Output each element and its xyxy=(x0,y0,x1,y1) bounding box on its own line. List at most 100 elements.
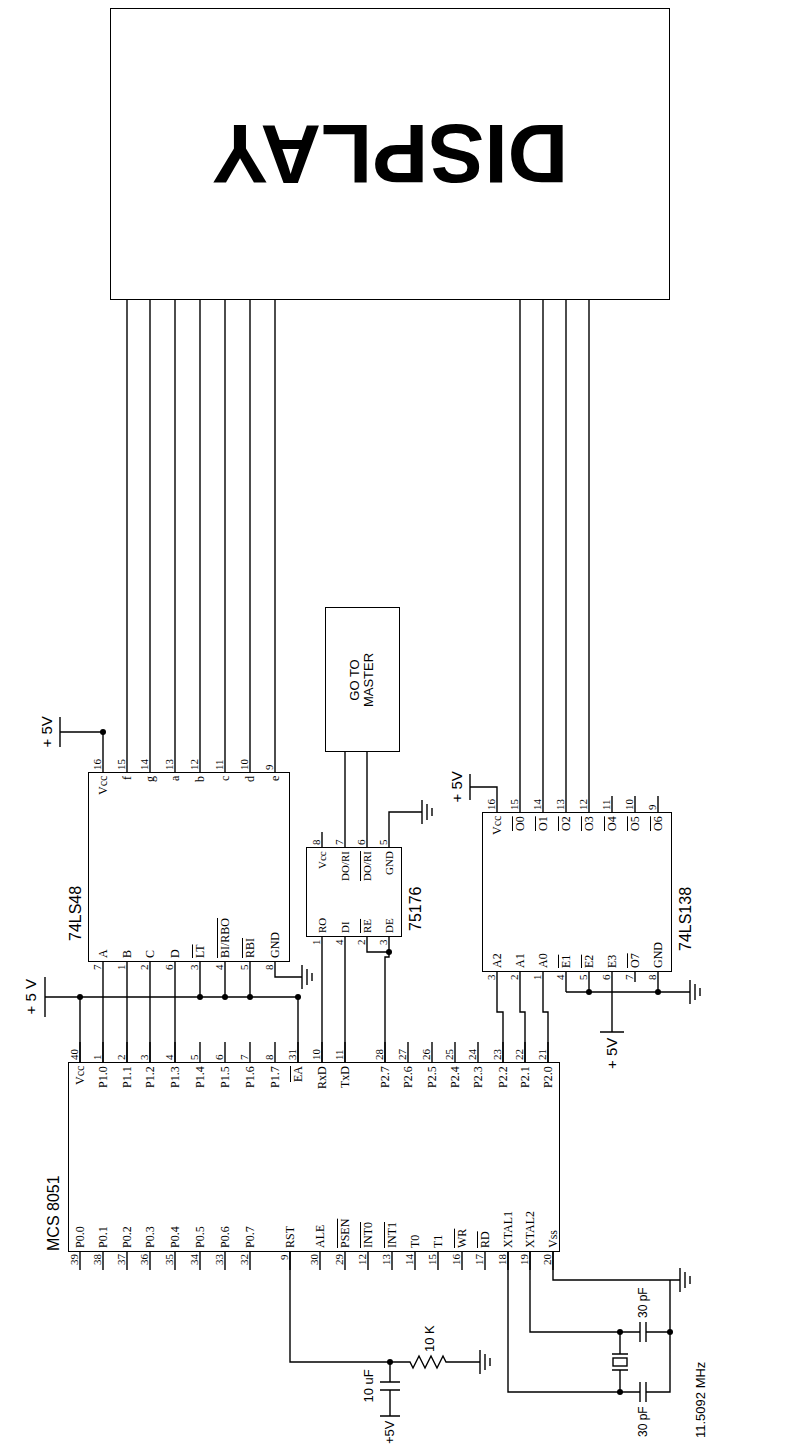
pin-name: RD xyxy=(479,1231,492,1248)
pin-name: f xyxy=(121,776,134,780)
pin-number: 14 xyxy=(138,759,150,770)
pin-number: 32 xyxy=(238,1254,250,1265)
pin-name: O4 xyxy=(606,816,619,831)
pin-number: 6 xyxy=(163,965,175,971)
signal-wire xyxy=(588,300,589,812)
pin-name: O1 xyxy=(537,816,550,831)
pin-number: 9 xyxy=(278,1255,290,1261)
chip-name: DISPLAY xyxy=(212,108,568,200)
signal-wire xyxy=(149,962,150,1062)
pin-number: 14 xyxy=(531,799,543,810)
pin-number: 1 xyxy=(115,965,127,971)
signal-wire xyxy=(519,300,520,812)
signal-wire xyxy=(385,937,389,1062)
pin-number: 4 xyxy=(213,965,225,971)
pin-name: P0.7 xyxy=(244,1226,257,1248)
junction-dot xyxy=(247,994,253,1000)
pin-name: RO xyxy=(316,918,328,933)
signal-wire xyxy=(174,300,175,772)
crystal-symbol xyxy=(613,1358,627,1366)
pin-number: 2 xyxy=(508,975,520,981)
supply-wire xyxy=(600,972,635,1032)
pin-number: 28 xyxy=(373,1049,385,1060)
pin-name: T0 xyxy=(409,1235,422,1248)
pin-name: XTAL1 xyxy=(502,1211,515,1248)
pin-name: P0.2 xyxy=(121,1226,134,1248)
pin-number: 4 xyxy=(163,1055,175,1061)
pin-name: e xyxy=(269,776,282,781)
pin-name: RxD xyxy=(316,1066,329,1089)
pin-number: 10 xyxy=(623,799,635,810)
pin-number: 16 xyxy=(450,1254,462,1265)
pin-name: E2 xyxy=(583,955,596,968)
pin-number: 7 xyxy=(623,975,635,981)
pin-number: 13 xyxy=(380,1254,392,1265)
pin-number: 6 xyxy=(600,975,612,981)
microcontroller-chip: MCS 8051 xyxy=(68,1062,560,1252)
pin-name: P0.0 xyxy=(74,1226,87,1248)
pin-number: 5 xyxy=(377,840,389,846)
pin-number: 40 xyxy=(68,1049,80,1060)
pin-name: g xyxy=(144,776,157,782)
value-label: 10 uF xyxy=(362,1369,376,1402)
pin-number: 13 xyxy=(554,799,566,810)
pin-name: P2.5 xyxy=(426,1066,439,1088)
signal-wire xyxy=(366,752,367,847)
pin-name: LT xyxy=(194,944,207,958)
pin-number: 12 xyxy=(188,759,200,770)
pin-number: 33 xyxy=(213,1254,225,1265)
pin-number: 16 xyxy=(91,759,103,770)
pin-number: 8 xyxy=(263,1055,275,1061)
value-label: 30 pF xyxy=(637,1287,650,1318)
signal-wire xyxy=(102,962,103,1062)
pin-name: b xyxy=(194,776,207,782)
pin-name: D xyxy=(169,949,182,958)
pin-number: 3 xyxy=(377,940,389,946)
reset-circuit xyxy=(290,1252,490,1416)
pin-number: 23 xyxy=(491,1049,503,1060)
pin-number: 7 xyxy=(238,1055,250,1061)
display-panel: DISPLAY xyxy=(110,8,670,300)
pin-name: P0.6 xyxy=(219,1226,232,1248)
pin-name: c xyxy=(219,776,232,781)
pin-number: 18 xyxy=(496,1254,508,1265)
value-label: + 5 V xyxy=(23,979,40,1014)
pin-name: P1.4 xyxy=(194,1066,207,1088)
pin-name: Vcc xyxy=(316,851,328,869)
pin-number: 36 xyxy=(138,1254,150,1265)
pin-number: 9 xyxy=(263,765,275,771)
pin-name: RST xyxy=(284,1226,297,1248)
ground-symbol xyxy=(275,962,312,989)
chip-name: MCS 8051 xyxy=(45,1175,63,1251)
junction-dot xyxy=(100,729,106,735)
pin-number: 12 xyxy=(577,799,589,810)
supply-wire xyxy=(60,717,103,772)
pin-name: DO/RI xyxy=(339,851,351,881)
pin-name: P1.6 xyxy=(244,1066,257,1088)
pin-number: 25 xyxy=(443,1049,455,1060)
pin-number: 35 xyxy=(163,1254,175,1265)
signal-wire xyxy=(344,937,345,1062)
pin-number: 11 xyxy=(213,759,225,770)
pin-number: 22 xyxy=(513,1049,525,1060)
junction-dot xyxy=(222,994,228,1000)
signal-wire xyxy=(543,972,548,1062)
pin-name: P1.7 xyxy=(269,1066,282,1088)
wire-group xyxy=(45,717,700,1416)
pin-number: 34 xyxy=(188,1254,200,1265)
pin-name: GND xyxy=(269,932,282,958)
pin-number: 3 xyxy=(188,965,200,971)
signal-wire xyxy=(199,300,200,772)
pin-name: P0.5 xyxy=(194,1226,207,1248)
pin-name: P2.7 xyxy=(379,1066,392,1088)
pin-name: P1.2 xyxy=(144,1066,157,1088)
pin-name: P1.1 xyxy=(121,1066,134,1088)
pin-number: 1 xyxy=(310,940,322,946)
junction-dot xyxy=(617,1329,623,1335)
pin-number: 15 xyxy=(508,799,520,810)
pin-number: 38 xyxy=(91,1254,103,1265)
pin-name: A1 xyxy=(514,953,527,968)
pin-number: 3 xyxy=(485,975,497,981)
pin-number: 21 xyxy=(536,1049,548,1060)
